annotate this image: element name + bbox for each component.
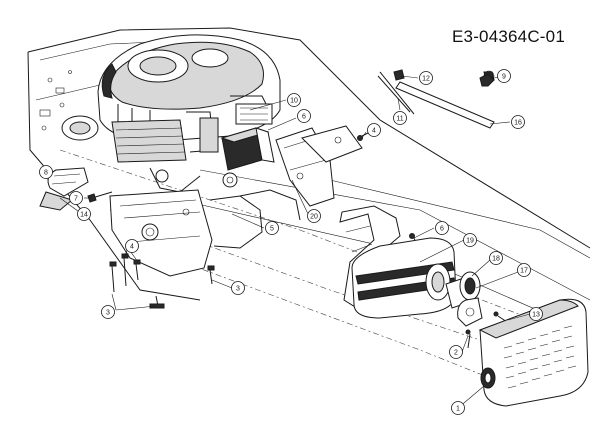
callout-11: 11 — [393, 111, 407, 125]
callout-5: 5 — [265, 221, 279, 235]
belt-guard — [39, 115, 99, 211]
callout-label: 5 — [270, 226, 274, 233]
drawing-number: E3-04364C-01 — [452, 27, 565, 46]
frame-rails — [27, 27, 591, 391]
callout-label: 13 — [532, 312, 540, 319]
callout-label: 8 — [44, 170, 48, 177]
callout-label: 7 — [74, 196, 78, 203]
fuel-tank — [220, 127, 275, 171]
fasteners — [87, 69, 511, 349]
callout-label: 20 — [310, 214, 318, 221]
callout-17: 17 — [517, 263, 531, 277]
callout-16: 16 — [511, 115, 525, 129]
callout-8: 8 — [39, 165, 53, 179]
callout-19: 19 — [463, 233, 477, 247]
callout-label: 1 — [456, 406, 460, 413]
callout-9: 9 — [497, 69, 511, 83]
heat-shield — [478, 298, 589, 407]
callout-label: 3 — [106, 310, 110, 317]
callout-label: 3 — [236, 286, 240, 293]
callout-13: 13 — [529, 307, 543, 321]
callout-label: 12 — [422, 76, 430, 83]
callout-14: 14 — [77, 207, 91, 221]
callout-label: 6 — [440, 226, 444, 233]
callout-label: 19 — [466, 238, 474, 245]
callout-1: 1 — [451, 401, 465, 415]
muffler-assembly — [339, 205, 483, 327]
engine — [97, 34, 281, 193]
engine-bracket — [109, 189, 301, 277]
callout-20: 20 — [307, 209, 321, 223]
callout-18: 18 — [489, 251, 503, 265]
callout-label: 18 — [492, 256, 500, 263]
callout-label: 2 — [454, 350, 458, 357]
callout-label: 6 — [302, 114, 306, 121]
callout-label: 4 — [372, 128, 376, 135]
side-bracket — [275, 125, 363, 207]
callout-7: 7 — [69, 191, 83, 205]
callout-label: 14 — [80, 212, 88, 219]
callout-10: 10 — [287, 93, 301, 107]
callout-6a: 6 — [297, 109, 311, 123]
callout-3a: 3 — [231, 281, 245, 295]
callout-label: 17 — [520, 268, 528, 275]
callout-12: 12 — [419, 71, 433, 85]
callout-6b: 6 — [435, 221, 449, 235]
callout-2: 2 — [449, 345, 463, 359]
nut-part-9 — [479, 73, 495, 87]
callout-label: 16 — [514, 120, 522, 127]
callout-label: 10 — [290, 98, 298, 105]
callout-4a: 4 — [367, 123, 381, 137]
callout-3b: 3 — [101, 305, 115, 319]
heat-shield-vents — [503, 325, 577, 389]
callout-4b: 4 — [125, 239, 139, 253]
callout-label: 11 — [396, 116, 403, 123]
callout-label: 9 — [502, 74, 506, 81]
callout-label: 4 — [130, 244, 134, 251]
